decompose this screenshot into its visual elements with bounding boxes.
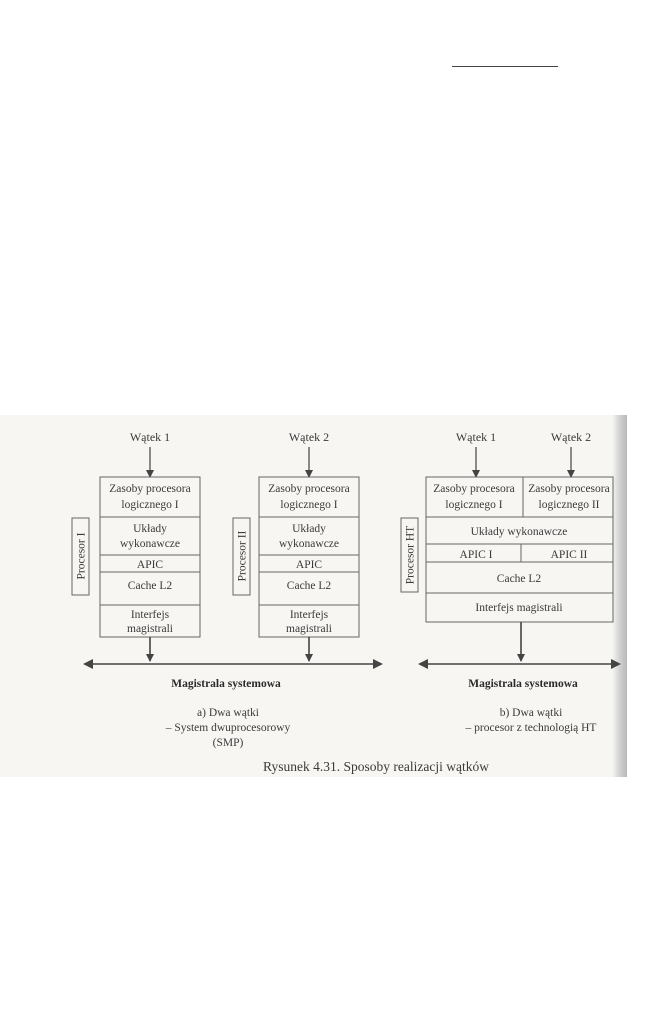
p2-bus-line2: magistrali [286,623,332,635]
p1-cache: Cache L2 [128,580,173,592]
p1-bus-line1: Interfejs [131,609,170,621]
p2-apic: APIC [296,559,323,571]
ht-res1-line1: Zasoby procesora [433,483,514,495]
ht-thread-1-label: Wątek 1 [456,430,496,444]
p1-exec-line2: wykonawcze [120,538,180,550]
left-system-bus-label: Magistrala systemowa [171,678,281,690]
ht-res2-line2: logicznego II [539,499,600,511]
left-caption-line1: a) Dwa wątki [197,707,259,719]
ht-res2-line1: Zasoby procesora [528,483,609,495]
p2-side-label: Procesor II [237,530,249,581]
top-rule [452,66,558,67]
right-system-bus-label: Magistrala systemowa [468,678,578,690]
p1-apic: APIC [137,559,164,571]
ht-cache: Cache L2 [497,573,542,585]
p2-cache: Cache L2 [287,580,332,592]
processor-ht [425,476,614,623]
right-caption-line2: – procesor z technologią HT [465,722,597,734]
ht-thread-2-label: Wątek 2 [551,430,591,444]
figure-caption: Rysunek 4.31. Sposoby realizacji wątków [263,759,489,774]
ht-res1-line2: logicznego I [445,499,502,511]
figure-background [0,415,627,777]
thread-1-label: Wątek 1 [130,430,170,444]
p1-res-line2: logicznego I [121,499,178,511]
p2-bus-line1: Interfejs [290,609,329,621]
right-caption-line1: b) Dwa wątki [500,707,563,719]
p1-bus-line2: magistrali [127,623,173,635]
ht-bus: Interfejs magistrali [475,602,562,614]
page-edge-shadow [612,415,627,777]
p1-exec-line1: Układy [133,523,167,535]
p2-side-box [232,517,251,596]
ht-apic-2: APIC II [551,549,588,561]
left-caption-line2: – System dwuprocesorowy [165,722,291,734]
thread-2-label: Wątek 2 [289,430,329,444]
ht-exec: Układy wykonawcze [471,526,568,538]
p2-res-line1: Zasoby procesora [268,483,349,495]
p2-res-line2: logicznego I [280,499,337,511]
p1-side-box [71,517,90,596]
left-caption-line3: (SMP) [213,737,244,749]
ht-side-label: Procesor HT [405,526,417,584]
p1-side-label: Procesor I [76,532,88,579]
ht-side-box [400,517,419,593]
ht-apic-1: APIC I [460,549,493,561]
p1-res-line1: Zasoby procesora [109,483,190,495]
p2-exec-line1: Układy [292,523,326,535]
p2-exec-line2: wykonawcze [279,538,339,550]
